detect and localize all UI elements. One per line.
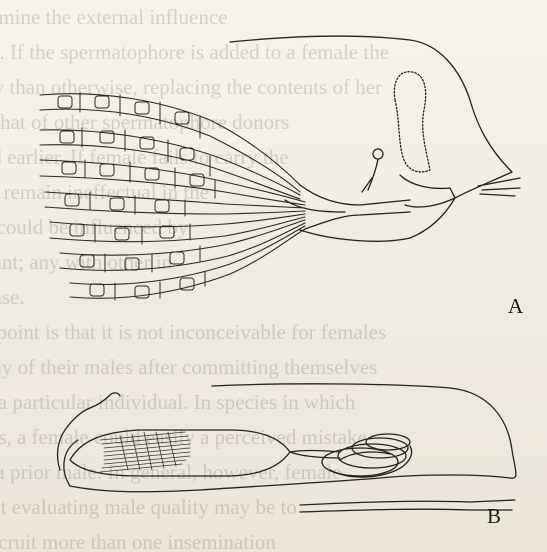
bottom-duct (300, 500, 515, 512)
figure-label-b: B (487, 504, 501, 529)
neck (290, 451, 340, 459)
coiled-mass (322, 434, 412, 477)
coiled-tube (58, 393, 120, 470)
sperm-fibers (100, 432, 190, 472)
